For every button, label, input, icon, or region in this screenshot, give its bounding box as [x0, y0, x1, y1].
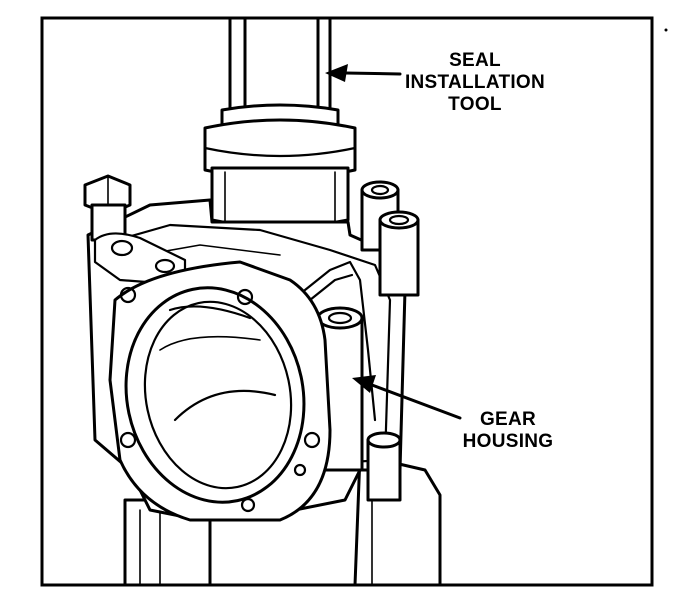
figure-frame	[40, 16, 654, 587]
gear-label-line2: HOUSING	[463, 431, 554, 452]
gear-housing	[83, 174, 420, 522]
seal-tool-leader-arrow	[325, 64, 402, 82]
gear-label-line1: GEAR	[480, 409, 536, 430]
seal-installation-tool	[203, 16, 357, 229]
seal-label-line2: INSTALLATION	[405, 72, 545, 93]
seal-label-line1: SEAL	[449, 50, 501, 71]
seal-label-line3: TOOL	[448, 94, 502, 115]
gear-housing-leader-arrow	[352, 375, 462, 420]
stray-mark	[664, 28, 668, 32]
